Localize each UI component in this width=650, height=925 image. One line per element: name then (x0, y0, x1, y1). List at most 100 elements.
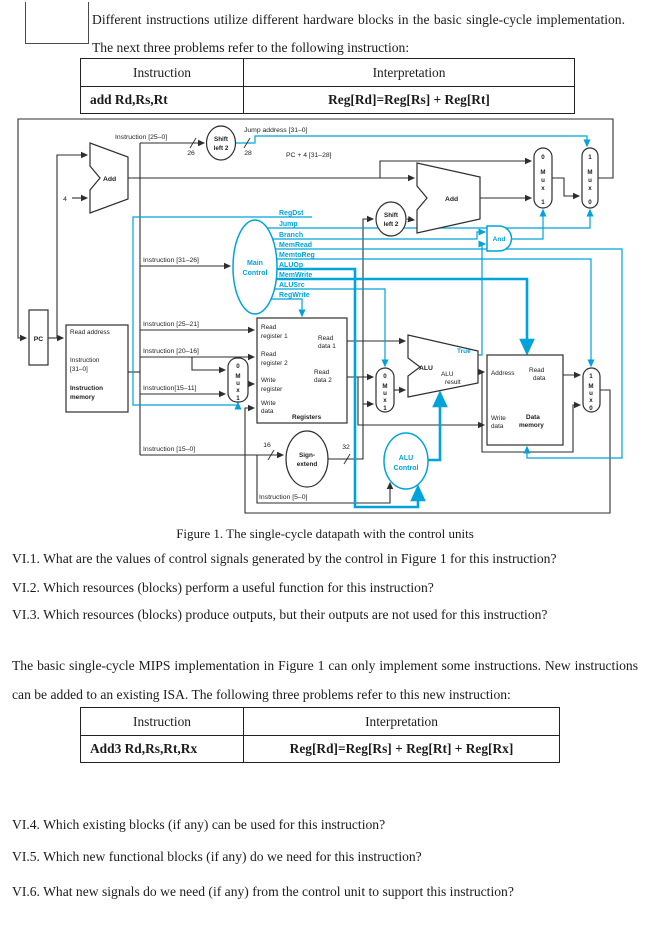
svg-text:Shift: Shift (214, 136, 229, 143)
svg-text:Shift: Shift (384, 212, 399, 219)
alu-unit: ALU ALU result True (407, 334, 479, 398)
svg-text:Data: Data (526, 414, 540, 421)
svg-text:Write: Write (491, 415, 506, 422)
svg-text:0: 0 (589, 405, 593, 412)
shift-left-2-jump: Shift left 2 (205, 125, 237, 161)
svg-text:Control: Control (243, 270, 268, 277)
branch-add-unit: Add (416, 162, 481, 234)
svg-text:Add: Add (103, 176, 116, 183)
svg-text:Instruction: Instruction (70, 357, 100, 364)
svg-text:1: 1 (589, 373, 593, 380)
datapath-wires (17, 118, 614, 514)
svg-text:x: x (236, 387, 240, 394)
and-gate: And (486, 225, 513, 252)
svg-text:0: 0 (236, 363, 240, 370)
svg-text:data 1: data 1 (318, 343, 336, 350)
svg-text:32: 32 (342, 444, 350, 451)
memtoreg-signal: MemtoReg (279, 252, 315, 259)
mux-jump: 1 M u x 0 (581, 147, 599, 209)
svg-text:Write: Write (261, 400, 276, 407)
svg-text:Instruction: Instruction (70, 385, 103, 392)
svg-text:Read address: Read address (70, 329, 110, 336)
svg-text:result: result (445, 379, 461, 386)
svg-text:1: 1 (236, 395, 240, 402)
svg-text:Add: Add (445, 196, 458, 203)
svg-text:26: 26 (187, 150, 195, 157)
svg-text:1: 1 (588, 154, 592, 161)
svg-text:Main: Main (247, 260, 263, 267)
svg-text:0: 0 (541, 154, 545, 161)
question-vi1: VI.1. What are the values of control sig… (12, 551, 557, 566)
svg-text:And: And (493, 236, 506, 243)
svg-text:extend: extend (297, 461, 318, 468)
question-vi4: VI.4. Which existing blocks (if any) can… (12, 817, 386, 832)
svg-text:0: 0 (588, 199, 592, 206)
question-vi3: VI.3. Which resources (blocks) produce o… (12, 607, 548, 622)
score-box (25, 2, 89, 44)
svg-text:Read: Read (314, 369, 330, 376)
svg-text:data: data (261, 408, 274, 415)
svg-text:PC + 4 [31–28]: PC + 4 [31–28] (286, 152, 332, 159)
svg-text:Write: Write (261, 377, 276, 384)
instruction-table-2: Instruction Interpretation Add3 Rd,Rs,Rt… (80, 707, 560, 763)
table-row: Add3 Rd,Rs,Rt,Rx Reg[Rd]=Reg[Rs] + Reg[R… (80, 735, 560, 763)
svg-text:Read: Read (318, 335, 334, 342)
svg-text:Instruction [25–0]: Instruction [25–0] (115, 134, 167, 141)
svg-text:data: data (491, 423, 504, 430)
table-row: add Rd,Rs,Rt Reg[Rd]=Reg[Rs] + Reg[Rt] (80, 86, 575, 114)
bus-labels: Instruction [25–0] Jump address [31–0] P… (63, 127, 351, 501)
svg-text:4: 4 (63, 196, 67, 203)
alu-control-unit: ALU Control (383, 432, 429, 490)
svg-text:M: M (588, 383, 593, 390)
svg-text:ALU: ALU (419, 365, 433, 372)
question-vi5: VI.5. Which new functional blocks (if an… (12, 849, 422, 864)
svg-text:28: 28 (244, 150, 252, 157)
table1-header-instruction: Instruction (80, 58, 244, 87)
svg-text:16: 16 (263, 442, 271, 449)
svg-text:Control: Control (394, 465, 419, 472)
regdst-signal: RegDst (279, 210, 304, 217)
alusrc-signal: ALUSrc (279, 282, 305, 289)
svg-text:1: 1 (383, 405, 387, 412)
datapath-figure: PC Read address Instruction [31–0] Instr… (17, 118, 623, 514)
data-memory: Address Read data Write data Data memory (486, 354, 564, 446)
shift-left-2-branch: Shift left 2 (375, 201, 407, 237)
svg-text:0: 0 (383, 373, 387, 380)
svg-text:1: 1 (541, 199, 545, 206)
svg-text:M: M (587, 169, 592, 176)
jump-signal: Jump (279, 221, 298, 228)
svg-text:register 2: register 2 (261, 360, 288, 367)
branch-signal: Branch (279, 232, 303, 239)
mux-alusrc: 0 M u x 1 (375, 367, 395, 413)
instruction-table-1: Instruction Interpretation add Rd,Rs,Rt … (80, 58, 575, 114)
svg-text:x: x (588, 185, 592, 192)
table2-cell-instruction: Add3 Rd,Rs,Rt,Rx (80, 735, 244, 763)
svg-text:register: register (261, 386, 283, 393)
svg-text:ALU: ALU (441, 371, 454, 378)
svg-text:memory: memory (519, 422, 544, 429)
svg-text:M: M (382, 383, 387, 390)
svg-text:data 2: data 2 (314, 377, 332, 384)
mux-memtoreg: 1 M u x 0 (582, 367, 601, 413)
memwrite-signal: MemWrite (279, 272, 312, 279)
pc-label: PC (34, 336, 44, 343)
figure-caption: Figure 1. The single-cycle datapath with… (176, 526, 474, 541)
pc-box: PC (28, 309, 49, 366)
svg-text:M: M (540, 169, 545, 176)
svg-text:Read: Read (529, 367, 545, 374)
svg-text:x: x (589, 397, 593, 404)
svg-text:Instruction [5–0]: Instruction [5–0] (259, 494, 307, 501)
svg-text:memory: memory (70, 394, 95, 401)
table1-header-interpretation: Interpretation (243, 58, 575, 87)
svg-text:Jump address [31–0]: Jump address [31–0] (244, 127, 308, 134)
pc-add-unit: Add (89, 142, 129, 214)
registers-block: Read register 1 Read data 1 Read registe… (256, 317, 348, 424)
svg-text:ALU: ALU (399, 455, 413, 462)
svg-text:Instruction [20–16]: Instruction [20–16] (143, 348, 199, 355)
svg-text:u: u (541, 177, 545, 184)
svg-text:u: u (588, 177, 592, 184)
control-wires (132, 135, 623, 509)
table2-header-instruction: Instruction (80, 707, 244, 736)
true-output-label: True (457, 348, 471, 355)
